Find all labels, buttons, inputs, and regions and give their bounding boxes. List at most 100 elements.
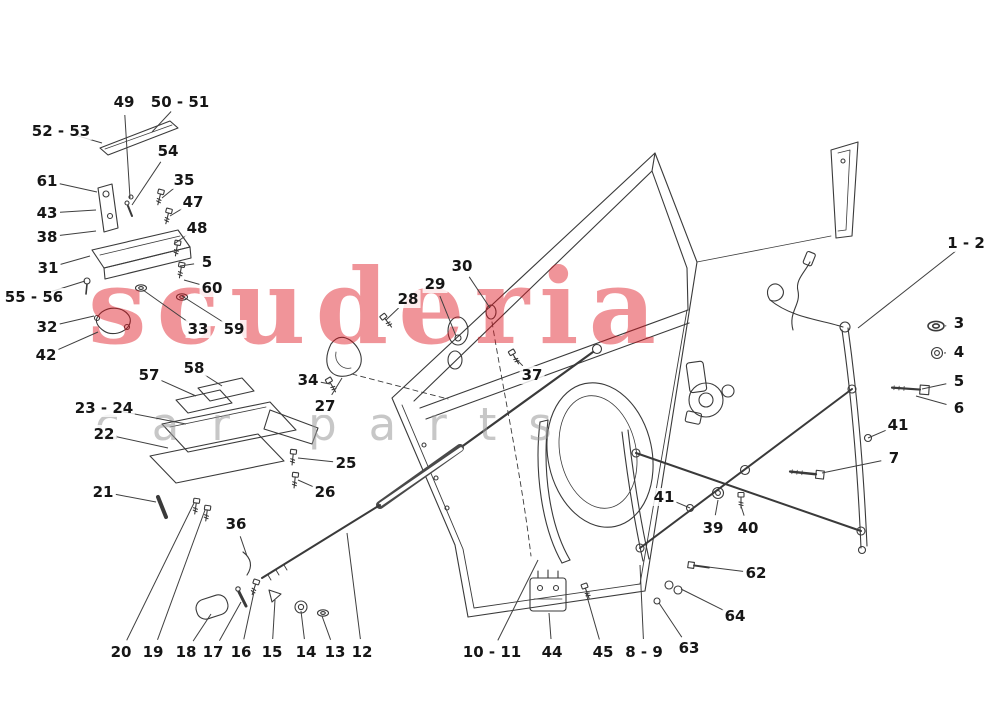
- part-label-21: 21: [90, 483, 116, 501]
- part-label-36: 36: [223, 515, 249, 533]
- leader-line-38: [59, 230, 97, 236]
- part-label-15: 15: [259, 643, 285, 661]
- leader-line-48: [173, 234, 187, 245]
- leader-line-40: [740, 505, 745, 516]
- part-label-42: 42: [33, 346, 59, 364]
- leader-line-34: [320, 381, 331, 385]
- part-label-38: 38: [34, 228, 60, 246]
- leader-line-26: [297, 479, 314, 488]
- hinge-assembly: [83, 120, 192, 335]
- part-label-63: 63: [676, 639, 702, 657]
- part-label-61: 61: [34, 172, 60, 190]
- part-label-12: 12: [349, 643, 375, 661]
- part-label-41: 41: [651, 488, 677, 506]
- leader-line-14: [300, 610, 305, 640]
- part-label-10-11: 10 - 11: [460, 643, 524, 661]
- leader-line-50-51: [151, 111, 172, 133]
- window-channel: [537, 419, 571, 564]
- leader-line-25: [297, 457, 334, 463]
- part-label-64: 64: [722, 607, 748, 625]
- leader-line-29: [439, 295, 457, 337]
- part-label-8-9: 8 - 9: [623, 643, 665, 661]
- part-label-32: 32: [34, 318, 60, 336]
- part-label-6: 6: [951, 399, 967, 417]
- leader-line-37: [513, 356, 524, 367]
- part-label-50-51: 50 - 51: [148, 93, 212, 111]
- leader-line-7: [821, 460, 882, 474]
- part-label-26: 26: [312, 483, 338, 501]
- leader-line-30: [468, 276, 491, 309]
- door-rear-frame: [830, 141, 859, 239]
- leader-line-19: [157, 509, 206, 640]
- leader-line-15: [272, 599, 276, 640]
- leader-line-16: [243, 591, 255, 640]
- part-label-35: 35: [171, 171, 197, 189]
- leader-line-41: [867, 429, 887, 439]
- part-label-13: 13: [322, 643, 348, 661]
- part-label-18: 18: [173, 643, 199, 661]
- door-check-strap: [261, 343, 603, 581]
- leader-line-62: [707, 566, 744, 572]
- leader-line-36: [239, 536, 248, 557]
- part-label-27: 27: [312, 397, 338, 415]
- leader-line-43: [59, 209, 97, 213]
- leader-line-39: [714, 499, 719, 516]
- leader-line-57: [160, 379, 197, 397]
- part-label-23-24: 23 - 24: [72, 399, 136, 417]
- leader-line-12: [346, 532, 361, 640]
- leader-line-5: [921, 383, 947, 390]
- part-label-44: 44: [539, 643, 565, 661]
- leader-line-61: [59, 183, 98, 193]
- leader-line-8-9: [639, 564, 644, 640]
- part-label-4: 4: [951, 343, 967, 361]
- leader-line-28: [385, 307, 399, 321]
- leader-line-13: [321, 615, 332, 640]
- part-label-52-53: 52 - 53: [29, 122, 93, 140]
- part-label-5: 5: [951, 372, 967, 390]
- part-label-25: 25: [333, 454, 359, 472]
- leader-line-44: [548, 612, 552, 640]
- window-regulator: [621, 250, 868, 562]
- part-label-43: 43: [34, 204, 60, 222]
- leader-line-18: [192, 613, 212, 642]
- leader-line-45: [585, 592, 600, 640]
- leader-line-1-2: [857, 250, 957, 329]
- part-label-48: 48: [184, 219, 210, 237]
- part-label-60: 60: [199, 279, 225, 297]
- part-label-37: 37: [519, 366, 545, 384]
- part-label-49: 49: [111, 93, 137, 111]
- door-shell: [351, 152, 832, 618]
- leader-line-22: [116, 436, 169, 449]
- part-label-19: 19: [140, 643, 166, 661]
- part-label-5: 5: [199, 253, 215, 271]
- leader-line-20: [126, 502, 195, 641]
- leader-line-27: [331, 377, 343, 396]
- part-label-34: 34: [295, 371, 321, 389]
- leader-line-58: [204, 374, 223, 387]
- part-label-20: 20: [108, 643, 134, 661]
- leader-line-41: [675, 501, 691, 509]
- leader-line-32: [59, 315, 95, 325]
- part-label-40: 40: [735, 519, 761, 537]
- leader-line-21: [115, 493, 157, 503]
- part-label-17: 17: [200, 643, 226, 661]
- part-label-59: 59: [221, 320, 247, 338]
- part-label-30: 30: [449, 257, 475, 275]
- part-label-57: 57: [136, 366, 162, 384]
- small-hardware: [195, 312, 945, 620]
- leader-line-33: [142, 289, 188, 322]
- leader-line-31: [60, 255, 91, 265]
- part-label-45: 45: [590, 643, 616, 661]
- leader-line-6: [915, 395, 947, 405]
- leader-line-35: [161, 187, 175, 199]
- part-label-58: 58: [181, 359, 207, 377]
- leader-line-49: [124, 114, 131, 199]
- part-label-31: 31: [35, 259, 61, 277]
- leader-line-10-11: [497, 559, 539, 641]
- leader-line-64: [680, 588, 724, 611]
- part-label-55-56: 55 - 56: [2, 288, 66, 306]
- relay-box: [529, 569, 567, 612]
